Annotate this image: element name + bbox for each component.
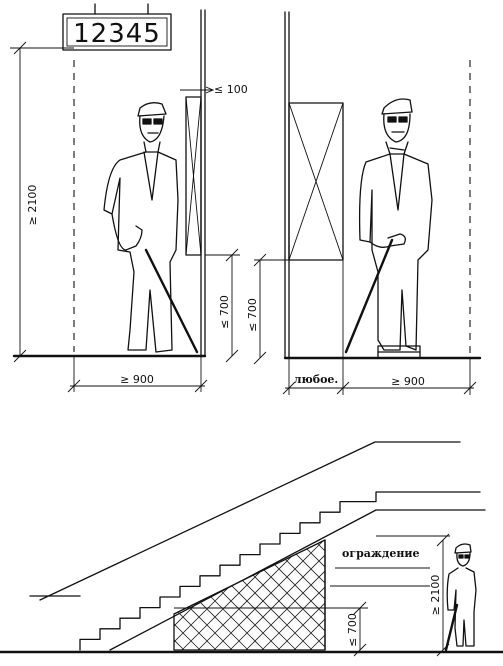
hatch-line bbox=[0, 520, 120, 650]
house-number-sign: 12345 bbox=[62, 3, 172, 51]
hatch-line bbox=[22, 520, 152, 650]
railing-label: ограждение bbox=[342, 547, 420, 560]
hatch-line bbox=[174, 540, 201, 650]
dim-height-min-stair: ≥ 2100 bbox=[429, 575, 442, 616]
hatch-line bbox=[38, 520, 168, 650]
hatch-line bbox=[342, 520, 472, 650]
dim-width-any: любое. bbox=[294, 373, 339, 386]
hatch-line bbox=[0, 520, 120, 650]
dim-width-min-left: ≥ 900 bbox=[120, 373, 154, 386]
hatch-line bbox=[174, 540, 185, 650]
small-blind-person-figure bbox=[444, 543, 477, 652]
hatch-line bbox=[406, 520, 503, 650]
dim-width-min-right: ≥ 900 bbox=[391, 375, 425, 388]
dim-height-max-stair: ≤ 700 bbox=[346, 613, 359, 647]
blind-person-figure-right bbox=[344, 98, 433, 359]
right-panel: ≤ 700 любое. ≥ 900 bbox=[246, 11, 482, 395]
hatch-line bbox=[486, 520, 503, 650]
hatch-line bbox=[174, 540, 217, 650]
hatch-line bbox=[454, 520, 503, 650]
hatch-line bbox=[309, 540, 325, 650]
hatch-line bbox=[390, 520, 503, 650]
hatch-line bbox=[174, 540, 265, 650]
dim-height-max-right: ≤ 700 bbox=[246, 298, 259, 332]
stair-panel: ≤ 700 ограждение ≥ 2100 bbox=[0, 441, 503, 657]
hatch-line bbox=[22, 520, 152, 650]
hatch-line bbox=[261, 540, 325, 650]
hatch-line bbox=[390, 520, 503, 650]
hatch-line bbox=[277, 540, 325, 650]
hatch-line bbox=[309, 540, 325, 650]
hatch-line bbox=[293, 540, 325, 650]
hatch-line bbox=[358, 520, 488, 650]
hatch-line bbox=[174, 540, 249, 650]
hatch-line bbox=[406, 520, 503, 650]
hatch-line bbox=[174, 540, 185, 650]
hatch-line bbox=[454, 520, 503, 650]
hatch-line bbox=[38, 520, 168, 650]
dim-height-min-left: ≥ 2100 bbox=[26, 185, 39, 226]
left-panel: 12345 ≥ 2100 ≤ 100 ≤ 700 bbox=[10, 3, 248, 393]
blind-person-figure bbox=[103, 102, 199, 354]
hatch-line bbox=[174, 540, 233, 650]
hatch-line bbox=[0, 520, 104, 650]
dim-gap-max: ≤ 100 bbox=[214, 83, 248, 96]
hatch-line bbox=[358, 520, 488, 650]
hatch-line bbox=[0, 520, 104, 650]
stair-steps bbox=[79, 491, 481, 651]
hatch-line bbox=[342, 520, 472, 650]
hatch-line bbox=[486, 520, 503, 650]
house-number: 12345 bbox=[73, 19, 161, 49]
dim-height-max-left: ≤ 700 bbox=[218, 295, 231, 329]
